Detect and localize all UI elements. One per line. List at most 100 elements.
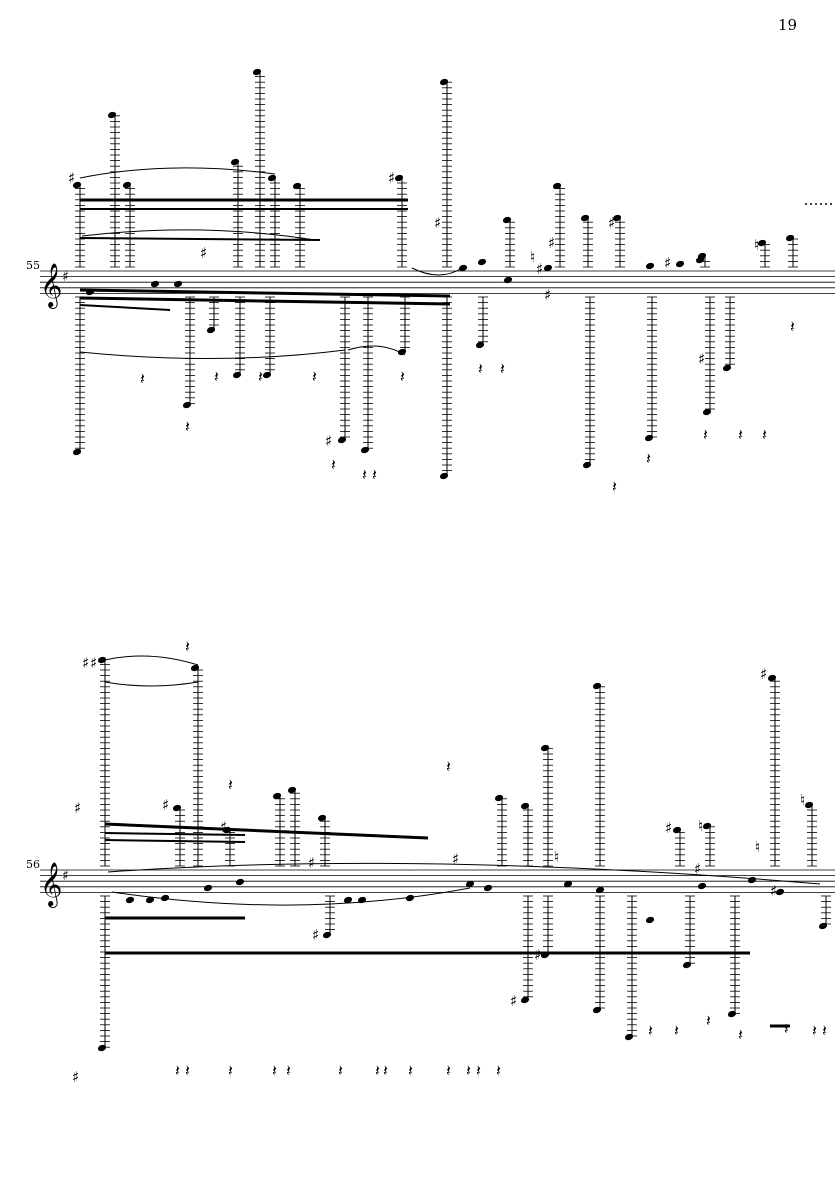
m56-rest-16: 𝄽 <box>648 1021 653 1040</box>
m56-sharp-2: ♯ <box>74 799 81 817</box>
m55-lower-note-3 <box>232 371 242 379</box>
m55-sharp-10: ♯ <box>325 432 332 450</box>
m55-upper-note-6 <box>292 182 302 190</box>
m56-upper-note-14 <box>804 801 814 809</box>
m55-tie-2 <box>79 349 346 360</box>
m55-beam-4 <box>79 296 451 306</box>
m55-upper-note-12 <box>612 214 622 222</box>
m55-beam-5 <box>79 304 171 311</box>
m56-sharp-12: ♯ <box>760 665 767 683</box>
m56-staff-note-10 <box>563 880 573 888</box>
m56-staff-note-4 <box>235 878 245 886</box>
m56-staff-note-1 <box>145 896 155 904</box>
m56-lower-note-7 <box>727 1010 737 1018</box>
m55-upper-note-2 <box>122 181 132 189</box>
m56-sharp-5: ♯ <box>308 854 315 872</box>
m56-rest-3: 𝄽 <box>175 1061 180 1080</box>
m55-sharp-2: ♯ <box>388 169 395 187</box>
m56-upper-note-10 <box>592 682 602 690</box>
m56-natural-0: ♮ <box>698 817 703 835</box>
m56-rest-9: 𝄽 <box>375 1061 380 1080</box>
m55-sharp-3: ♯ <box>434 214 441 232</box>
m55-staff-note-8 <box>675 260 685 268</box>
m56-rest-17: 𝄽 <box>674 1021 679 1040</box>
page-number: 19 <box>778 16 798 34</box>
m55-upper-note-15 <box>785 234 795 242</box>
m56-rest-18: 𝄽 <box>706 1011 711 1030</box>
m55-beam-2 <box>79 237 321 241</box>
m55-rest-12: 𝄽 <box>646 449 651 468</box>
system-56-key-sharp: ♯ <box>62 868 69 884</box>
m56-rest-22: 𝄽 <box>822 1021 827 1040</box>
m56-sharp-7: ♯ <box>452 850 459 868</box>
m56-lower-note-2 <box>520 996 530 1004</box>
m56-staff-note-8 <box>465 880 475 888</box>
m55-sharp-7: ♯ <box>664 254 671 272</box>
m55-lower-note-0 <box>72 448 82 456</box>
m56-rest-20: 𝄽 <box>784 1019 789 1038</box>
m56-tie-0 <box>104 655 199 666</box>
m56-rest-7: 𝄽 <box>286 1061 291 1080</box>
m55-rest-13: 𝄽 <box>703 425 708 444</box>
m56-sharp-10: ♯ <box>665 819 672 837</box>
m55-sharp-6: ♯ <box>608 214 615 232</box>
m56-rest-2: 𝄽 <box>446 757 451 776</box>
m55-staff-note-4 <box>477 258 487 266</box>
m55-natural-0: ♮ <box>530 248 535 266</box>
m56-beam-1 <box>104 832 246 836</box>
m56-lower-note-6 <box>682 961 692 969</box>
m55-lower-note-4 <box>262 371 272 379</box>
m56-upper-note-0 <box>97 656 107 664</box>
m56-tie-1 <box>104 681 199 687</box>
m55-lower-note-12 <box>702 408 712 416</box>
m55-staff-note-3 <box>458 264 468 272</box>
m56-sharp-14: ♯ <box>72 1068 79 1086</box>
m56-staff-note-3 <box>203 884 213 892</box>
m56-lower-note-0 <box>97 1044 107 1052</box>
m56-staff-note-7 <box>405 894 415 902</box>
m56-upper-note-5 <box>287 786 297 794</box>
m55-tie-0 <box>79 167 276 179</box>
m56-sharp-6: ♯ <box>312 926 319 944</box>
m55-sharp-0: ♯ <box>68 169 75 187</box>
m56-upper-note-8 <box>520 802 530 810</box>
m56-natural-3: ♮ <box>800 791 805 809</box>
m55-rest-6: 𝄽 <box>362 465 367 484</box>
m56-staff-note-11 <box>595 886 605 894</box>
m56-beam-2 <box>104 839 246 843</box>
m56-rest-14: 𝄽 <box>476 1061 481 1080</box>
m55-staff-note-9 <box>695 256 705 264</box>
m56-sharp-1: ♯ <box>90 654 97 672</box>
m55-tie-3 <box>347 345 406 356</box>
m56-staff-note-13 <box>697 882 707 890</box>
m56-upper-note-9 <box>540 744 550 752</box>
m55-upper-note-3 <box>230 158 240 166</box>
m56-beam-0 <box>104 822 429 840</box>
m56-sharp-9: ♯ <box>534 946 541 964</box>
m55-sharp-9: ♯ <box>698 350 705 368</box>
m55-rest-0: 𝄽 <box>140 369 145 388</box>
m56-rest-11: 𝄽 <box>408 1061 413 1080</box>
m55-tie-1 <box>81 229 316 241</box>
m55-upper-note-9 <box>502 216 512 224</box>
m56-sharp-3: ♯ <box>162 796 169 814</box>
m55-sharp-4: ♯ <box>548 234 555 252</box>
m56-sharp-11: ♯ <box>694 860 701 878</box>
m56-tie-3 <box>111 887 471 906</box>
m55-rest-14: 𝄽 <box>738 425 743 444</box>
m56-sharp-13: ♯ <box>770 882 777 900</box>
m56-staff-note-5 <box>343 896 353 904</box>
m55-upper-note-7 <box>394 174 404 182</box>
m55-lower-note-13 <box>722 364 732 372</box>
m56-staff-note-14 <box>747 876 757 884</box>
m55-staff-note-5 <box>503 276 513 284</box>
m56-rest-13: 𝄽 <box>466 1061 471 1080</box>
m55-lower-note-5 <box>337 436 347 444</box>
m56-natural-2: ♮ <box>554 848 559 866</box>
m56-upper-note-4 <box>272 792 282 800</box>
m55-rest-7: 𝄽 <box>372 465 377 484</box>
m55-upper-note-8 <box>439 78 449 86</box>
m56-natural-1: ♮ <box>755 838 760 856</box>
m55-lower-note-11 <box>644 434 654 442</box>
